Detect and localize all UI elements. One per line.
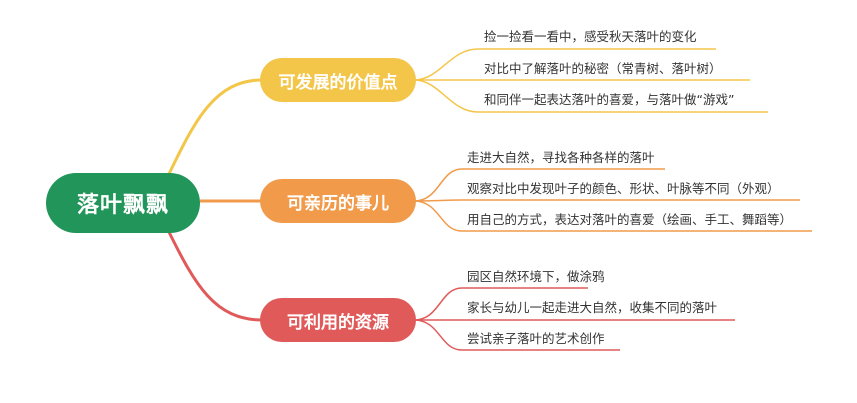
leaf-topic[interactable]: 对比中了解落叶的秘密（常青树、落叶树） [484, 61, 722, 76]
leaf-topic[interactable]: 和同伴一起表达落叶的喜爱，与落叶做“游戏” [484, 92, 735, 107]
branch-topic-resources[interactable]: 可利用的资源 [260, 298, 416, 342]
root-to-branch-3-connector [166, 229, 263, 322]
leaf-topic[interactable]: 园区自然环境下，做涂鸦 [467, 269, 605, 284]
leaf-topic[interactable]: 走进大自然，寻找各种各样的落叶 [467, 150, 655, 165]
root-topic[interactable]: 落叶飘飘 [46, 173, 200, 233]
branch-1-leaf-3-connector [413, 79, 768, 113]
branch-3-leaf-1-connector [413, 287, 588, 321]
leaf-topic[interactable]: 观察对比中发现叶子的颜色、形状、叶脉等不同（外观） [467, 181, 780, 196]
leaf-topic[interactable]: 家长与幼儿一起走进大自然，收集不同的落叶 [467, 300, 718, 315]
branch-2-leaf-3-connector [413, 200, 812, 232]
branch-1-leaf-1-connector [413, 48, 716, 81]
branch-2-leaf-1-connector [413, 168, 665, 202]
leaf-topic[interactable]: 捡一捡看一看中，感受秋天落叶的变化 [484, 29, 697, 44]
branch-3-leaf-3-connector [413, 319, 620, 351]
branch-topic-experiences[interactable]: 可亲历的事儿 [260, 179, 416, 223]
branch-topic-value-points[interactable]: 可发展的价值点 [260, 58, 416, 102]
leaf-topic[interactable]: 用自己的方式，表达对落叶的喜爱（绘画、手工、舞蹈等） [467, 212, 793, 227]
root-to-branch-1-connector [166, 78, 263, 177]
leaf-topic[interactable]: 尝试亲子落叶的艺术创作 [467, 331, 605, 346]
branch-2-leaf-2-connector [413, 199, 800, 202]
